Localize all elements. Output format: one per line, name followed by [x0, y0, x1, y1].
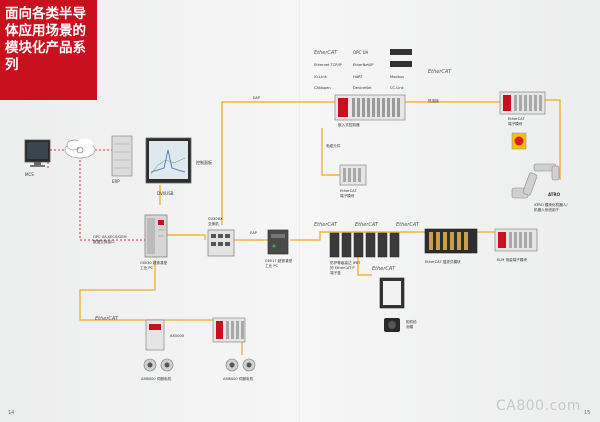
cu20-label: CU20XX — [208, 217, 223, 221]
opc-sub-label: 数据交换接口 — [93, 239, 115, 244]
protocol-opc-ua: OPC UA — [353, 50, 369, 55]
link-ipc-to-switch — [162, 234, 206, 240]
eap-label-1: EAP — [250, 231, 258, 235]
control-panel-display — [145, 137, 192, 184]
link-mcs-to-cloud — [47, 149, 68, 168]
ip67-label-2: 的 EtherCAT P — [330, 265, 355, 270]
atro-robot-arm — [511, 163, 560, 199]
ecat-tag-hot: EtherCAT — [428, 69, 452, 75]
link-switch-to-embedded — [221, 101, 335, 225]
servo-motor-right — [225, 358, 256, 372]
page-number-right: 15 — [584, 410, 591, 416]
page-fold — [299, 0, 301, 422]
ethercat-terminals-bottom — [212, 317, 246, 343]
opc-label: OPC UA,SECS/GEM — [93, 235, 127, 239]
ip67-label-3: 端子盒 — [330, 270, 341, 275]
erp-server — [111, 135, 133, 177]
c6030-label-1: C6030 超紧凑型 — [140, 260, 168, 265]
protocol-ethercat: EtherCAT — [314, 50, 338, 56]
ecat-tag-4: EtherCAT — [372, 266, 396, 272]
protocol-canopen: CANopen — [314, 86, 331, 90]
ip67-label-1: 防护等级高达 IP67 — [330, 260, 361, 265]
emergency-stop-icon — [511, 132, 527, 150]
ethercat-plugin-module — [424, 228, 478, 254]
mcs-monitor — [24, 139, 51, 167]
ethercat-terminal — [339, 164, 367, 186]
c6017-ipc — [267, 229, 289, 255]
c6030-label-2: 工业 PC — [140, 265, 153, 270]
title-banner: 面向各类半导体应用场景的模块化产品系列 — [0, 0, 97, 100]
ax5000-label: AX5000 — [170, 334, 185, 338]
eap-label-2: EAP — [253, 96, 261, 100]
ecat-tag-3: EtherCAT — [396, 222, 420, 228]
elm-measurement-terminal — [494, 228, 538, 252]
link-ipc-to-drives — [79, 260, 156, 345]
protocol-hart: HART — [353, 75, 363, 79]
mcs-label: MCS — [25, 172, 34, 177]
ecat-tag-5: EtherCAT — [95, 316, 119, 322]
atro-label-2: 机器人系统用于 — [534, 207, 560, 212]
link-embedded-to-terminal — [321, 128, 340, 176]
page-number-left: 14 — [8, 410, 15, 416]
c6017-label-2: 工业 PC — [265, 263, 278, 268]
ecat-tag-1: EtherCAT — [314, 222, 338, 228]
ecat-box-label-2: 端子模块 — [508, 121, 523, 126]
ecat-terminal-label-2: 端子模块 — [340, 193, 355, 198]
protocol-logo-block — [390, 61, 412, 67]
atro-brand-label: ATRO — [548, 192, 561, 197]
protocol-devicenet: DeviceNet — [353, 86, 372, 90]
ax5000-drive — [145, 319, 165, 351]
ip67-box-modules — [329, 232, 400, 258]
ecat-box-label-1: EtherCAT — [508, 117, 525, 121]
ecat-tag-2: EtherCAT — [355, 222, 379, 228]
vision-display — [379, 277, 405, 309]
elm-label: ELM 测量端子模块 — [497, 257, 527, 262]
protocol-cc-link: CC-Link — [390, 86, 405, 90]
c6030-ipc — [144, 214, 168, 258]
c6017-label-1: C6017 超紧凑型 — [265, 258, 293, 263]
ecat-plug-label: EtherCAT 插拔式模块 — [425, 259, 461, 264]
atro-label-1: ATRO 模块化机器人/ — [534, 202, 568, 207]
ethernet-links — [79, 99, 561, 355]
watermark: CA800.com — [496, 398, 581, 414]
ethercat-box-terminals — [499, 91, 546, 115]
ecat-terminal-label-1: EtherCAT — [340, 189, 357, 193]
am8000-label-1: AM8000 伺服电机 — [141, 376, 172, 381]
vision-label-2: 测模 — [406, 324, 414, 329]
protocol-modbus: Modbus — [390, 75, 404, 79]
camera-icon — [384, 318, 400, 332]
control-panel-label: 控制面板 — [196, 159, 212, 165]
dvi-usb-label: DVI/USB — [157, 191, 174, 196]
protocol-io-link: IO-Link — [314, 75, 328, 79]
servo-motor-left — [143, 358, 174, 372]
cu20-sub-label: 交换机 — [208, 221, 219, 226]
link-cloud-to-ipc — [79, 160, 145, 241]
protocol-logo-block — [390, 49, 412, 55]
am8000-label-2: AM8000 伺服电机 — [223, 376, 254, 381]
protocol-ethernet-tcp: Ethernet TCP/IP — [314, 63, 343, 67]
hot-connect-label: 热连接 — [428, 98, 439, 103]
vision-label-1: 相机检 — [406, 319, 417, 324]
page-title: 面向各类半导体应用场景的模块化产品系列 — [5, 6, 86, 73]
protocol-logo-grid: EtherCAT OPC UA Ethernet TCP/IP EtherNet… — [314, 49, 412, 90]
embedded-label: 嵌入式控制器 — [338, 122, 360, 127]
erp-label: ERP — [112, 179, 120, 184]
mech-comp-label: 电缆元件 — [326, 143, 341, 148]
protocol-ethernet-ip: EtherNet/IP — [353, 63, 374, 67]
cloud-icon — [64, 138, 96, 159]
cu20-switch — [207, 229, 235, 257]
embedded-controller — [334, 94, 406, 121]
link-terminals-to-robot — [545, 99, 561, 180]
